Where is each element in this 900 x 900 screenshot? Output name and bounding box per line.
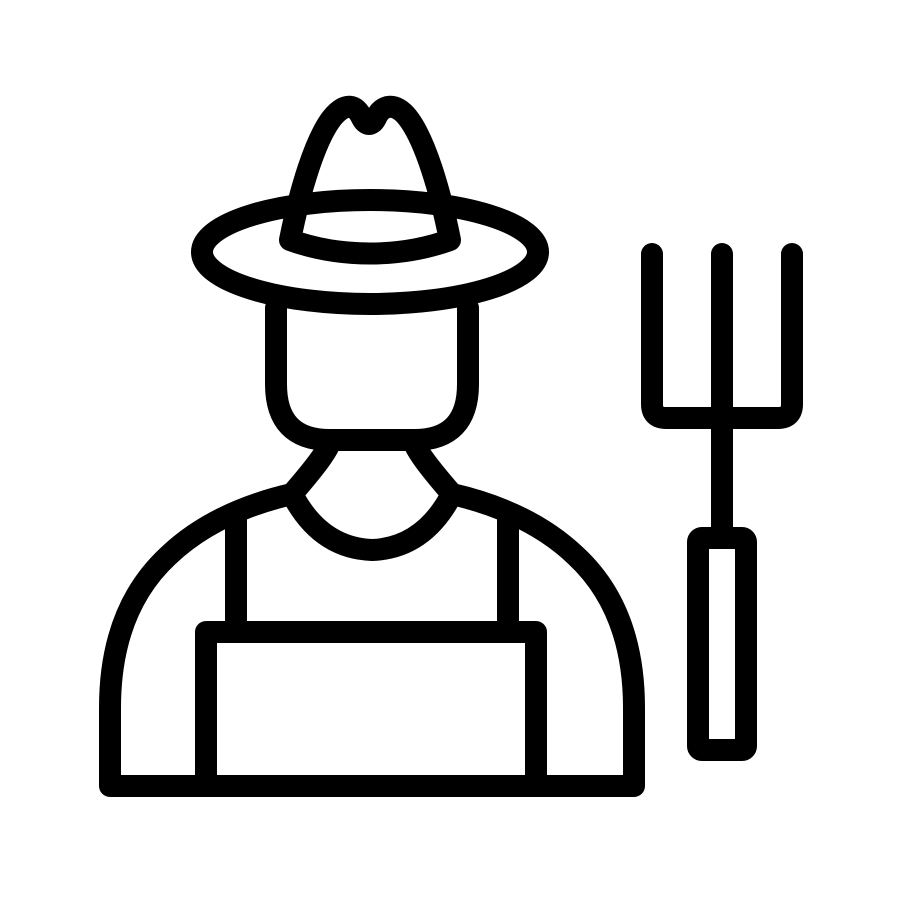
pitchfork-handle	[687, 527, 757, 761]
torso-icon	[99, 429, 645, 797]
hat-crown	[279, 95, 461, 265]
shoulders-outline	[99, 429, 645, 797]
overalls-bib-icon	[195, 509, 547, 797]
hat-icon	[191, 95, 549, 315]
head-icon	[265, 297, 479, 451]
overalls-bib	[195, 621, 547, 797]
collar-outline	[281, 483, 463, 561]
pitchfork-icon	[641, 243, 803, 761]
hat-brim	[191, 189, 549, 315]
head-outline	[265, 297, 479, 451]
